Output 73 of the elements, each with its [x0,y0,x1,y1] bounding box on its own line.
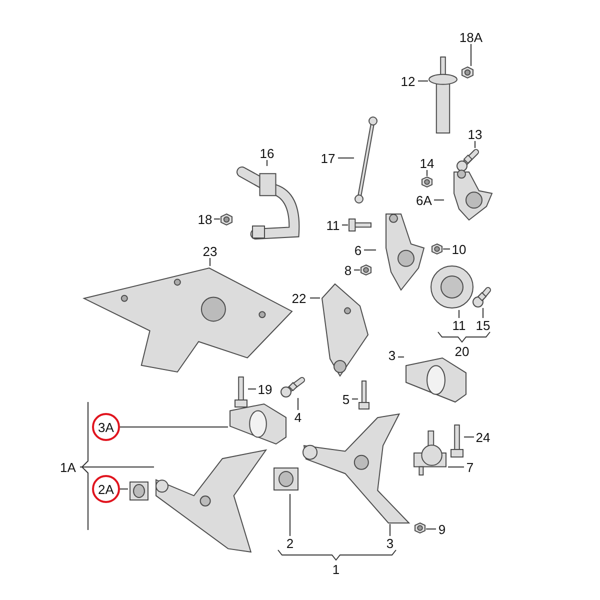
callout-number: 8 [342,263,354,277]
shock-absorber-drawing [428,56,458,134]
leader-line [458,310,460,318]
bolt-drawing [472,286,492,308]
control-arm-drawing [154,448,268,554]
callout-number: 22 [288,291,310,305]
callout-number: 3 [384,536,396,550]
leader-line [342,224,348,226]
control-arm-drawing [302,412,410,524]
callout-number: 9 [436,522,448,536]
bolt-drawing [348,218,372,232]
subframe-drawing [82,266,294,374]
bolt-drawing [450,424,464,458]
leader-line [248,388,256,390]
leader-line [120,488,128,490]
callout-number: 18 [196,212,214,226]
stabilizer-bar-drawing [236,166,302,242]
callout-number: 2A [92,475,120,503]
callout-number: 23 [200,244,220,258]
nut-drawing [414,522,426,534]
callout-number: 20 [454,344,470,359]
nut-drawing [461,66,474,79]
callout-number: 5 [340,392,352,406]
ball-joint-drawing [412,430,448,476]
bushing-mount-drawing [228,402,288,446]
leader-line [120,426,228,428]
bolt-drawing [358,380,370,410]
leader-line [214,218,220,220]
leader-line [266,160,268,166]
leader-line [470,44,472,66]
callout-number: 6 [352,243,364,257]
callout-number: 11 [450,318,468,332]
wheel-hub-drawing [430,264,474,310]
leader-line [448,466,464,468]
callout-number: 10 [450,242,468,256]
leader-line [426,528,436,530]
leader-line [418,80,428,82]
callout-number: 6A [414,193,434,207]
bolt-drawing [234,376,248,408]
leader-line [474,140,476,148]
callout-number: 1 [331,562,341,577]
callout-number: 24 [474,430,492,444]
callout-number: 14 [418,156,436,170]
bolt-drawing [456,148,480,172]
bolt-drawing [280,376,306,398]
leader-line [80,466,154,468]
mounting-bracket-drawing [320,282,370,378]
callout-number: 17 [318,151,338,165]
callout-number: 7 [464,460,476,474]
leader-line [442,248,450,250]
callout-number: 13 [466,127,484,141]
callout-number: 18A [458,30,484,44]
callout-number: 1A [56,460,80,474]
callout-number: 16 [258,146,276,160]
nut-drawing [220,213,233,226]
callout-number: 15 [474,318,492,332]
callout-number: 11 [324,218,342,232]
callout-number: 12 [398,74,418,88]
nut-drawing [431,243,443,255]
leader-line [482,308,484,318]
nut-drawing [360,264,372,276]
callout-number: 3 [386,348,398,362]
callout-number: 19 [256,382,274,396]
leader-line [352,398,358,400]
bushing-mount-drawing [404,356,468,404]
leader-line [398,356,404,358]
callout-number: 3A [92,413,120,441]
nut-drawing [421,176,433,188]
link-rod-drawing [354,116,378,204]
callout-number: 2 [284,536,296,550]
callout-number: 4 [292,410,304,424]
leader-line [464,436,474,438]
leader-line [426,170,428,176]
